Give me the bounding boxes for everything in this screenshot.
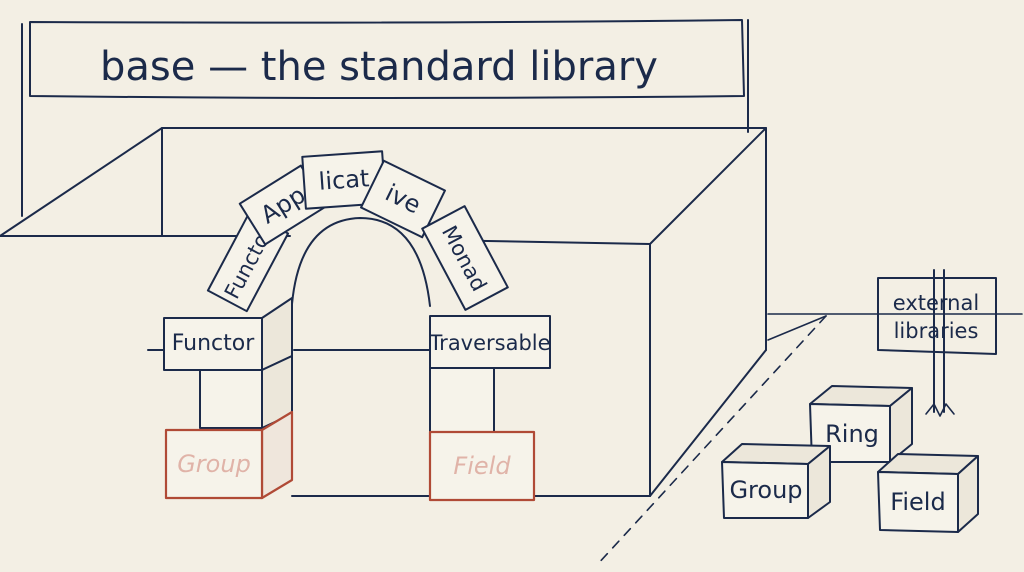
sign-line-2: libraries — [894, 319, 979, 343]
right-pillar-missing-label: Field — [453, 452, 511, 480]
voussoir-ive: ive — [360, 159, 446, 239]
voussoir-monad: Monad — [421, 205, 509, 311]
external-block-field-label: Field — [890, 488, 945, 516]
banner: base — the standard library — [21, 19, 749, 217]
right-pillar-top-label: Traversable — [428, 331, 550, 355]
arch-voussoirs: Functor App licat ive Monad — [206, 150, 509, 313]
ground-lines — [595, 313, 1023, 567]
external-blocks: Ring Group Field — [721, 385, 979, 533]
banner-title: base — the standard library — [100, 44, 658, 90]
external-block-group: Group — [721, 443, 831, 519]
sign-line-1: external — [893, 291, 979, 315]
voussoir-label-licat: licat — [318, 164, 370, 195]
left-pillar-top-label: Functor — [172, 331, 256, 356]
right-pillar: Traversable Field — [428, 315, 551, 502]
enclosure — [0, 127, 767, 497]
external-block-field: Field — [877, 453, 979, 533]
external-block-ring-label: Ring — [825, 420, 879, 448]
left-pillar-missing-label: Group — [177, 450, 251, 478]
voussoir-licat: licat — [301, 150, 387, 210]
left-pillar: Functor Group — [163, 297, 294, 500]
external-block-group-label: Group — [729, 476, 802, 504]
external-libraries-sign: external libraries — [877, 269, 997, 417]
